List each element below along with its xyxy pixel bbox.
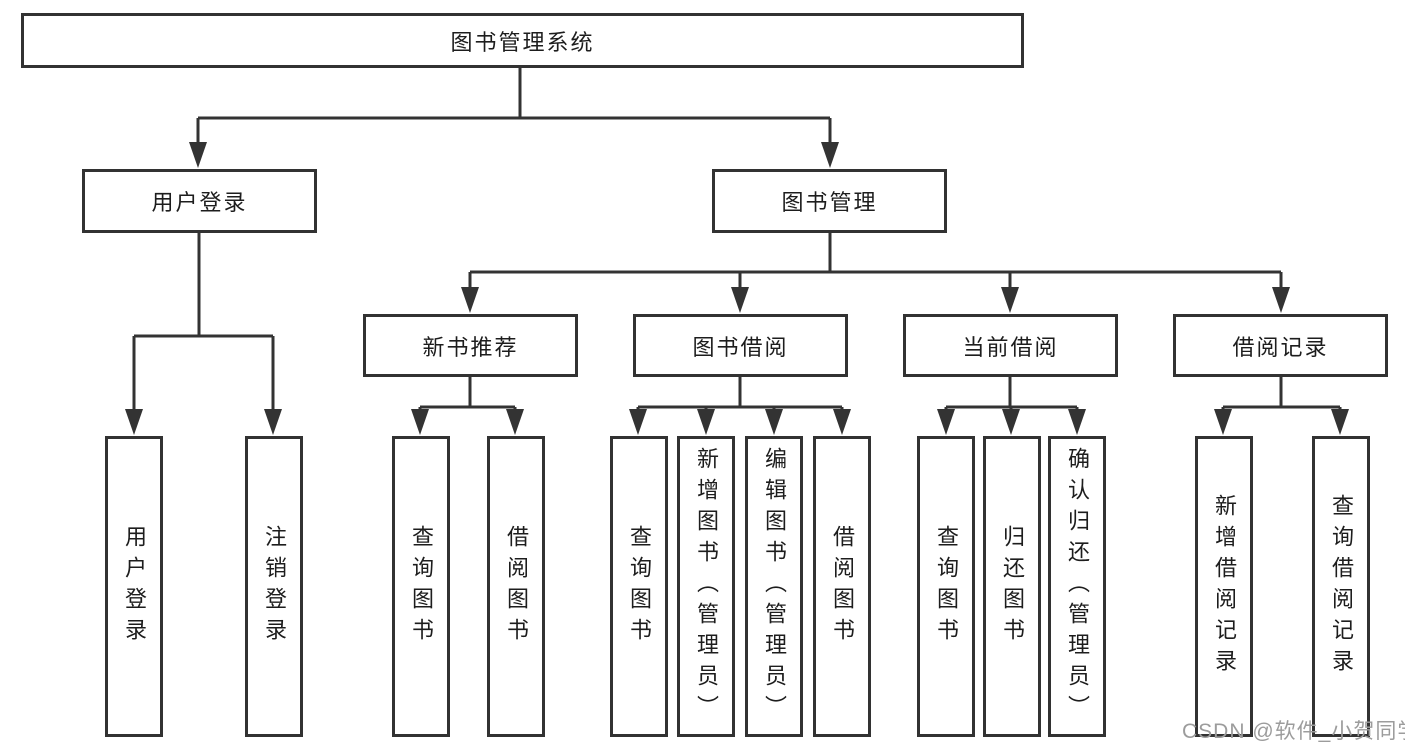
leaf-return-books: 归还图书 — [983, 436, 1041, 737]
node-label: 确认归还（管理员） — [1065, 447, 1090, 726]
node-label: 查询图书 — [934, 524, 959, 649]
leaf-logout: 注销登录 — [245, 436, 303, 737]
node-label: 新书推荐 — [422, 334, 519, 360]
leaf-confirm-return-admin: 确认归还（管理员） — [1048, 436, 1106, 737]
node-library-management-system: 图书管理系统 — [21, 13, 1024, 68]
leaf-query-books-2: 查询图书 — [610, 436, 668, 737]
leaf-user-login: 用户登录 — [105, 436, 163, 737]
node-label: 用户登录 — [122, 524, 147, 649]
node-label: 查询借阅记录 — [1329, 493, 1354, 680]
leaf-query-books-1: 查询图书 — [392, 436, 450, 737]
node-new-book-recommend: 新书推荐 — [363, 314, 578, 377]
node-label: 查询图书 — [409, 524, 434, 649]
node-label: 借阅图书 — [830, 524, 855, 649]
leaf-add-books-admin: 新增图书（管理员） — [677, 436, 735, 737]
node-current-borrow: 当前借阅 — [903, 314, 1118, 377]
node-label: 新增借阅记录 — [1212, 493, 1237, 680]
node-label: 当前借阅 — [962, 334, 1059, 360]
node-book-borrow: 图书借阅 — [633, 314, 848, 377]
node-label: 注销登录 — [262, 524, 287, 649]
node-user-login-group: 用户登录 — [82, 169, 317, 233]
node-label: 图书借阅 — [692, 334, 789, 360]
node-label: 编辑图书（管理员） — [762, 447, 787, 726]
node-label: 归还图书 — [1000, 524, 1025, 649]
leaf-add-borrow-record: 新增借阅记录 — [1195, 436, 1253, 737]
node-label: 用户登录 — [151, 190, 248, 215]
node-book-management-group: 图书管理 — [712, 169, 947, 233]
leaf-edit-books-admin: 编辑图书（管理员） — [745, 436, 803, 737]
node-label: 借阅图书 — [504, 524, 529, 649]
node-label: 查询图书 — [627, 524, 652, 649]
leaf-query-borrow-record: 查询借阅记录 — [1312, 436, 1370, 737]
csdn-watermark: CSDN @软件_小贺同学 — [1182, 720, 1405, 743]
leaf-borrow-books-2: 借阅图书 — [813, 436, 871, 737]
node-label: 图书管理 — [781, 190, 878, 215]
node-label: 新增图书（管理员） — [694, 447, 719, 726]
leaf-query-books-3: 查询图书 — [917, 436, 975, 737]
node-label: 借阅记录 — [1232, 334, 1329, 360]
node-borrow-record: 借阅记录 — [1173, 314, 1388, 377]
node-label: 图书管理系统 — [450, 29, 595, 55]
leaf-borrow-books-1: 借阅图书 — [487, 436, 545, 737]
